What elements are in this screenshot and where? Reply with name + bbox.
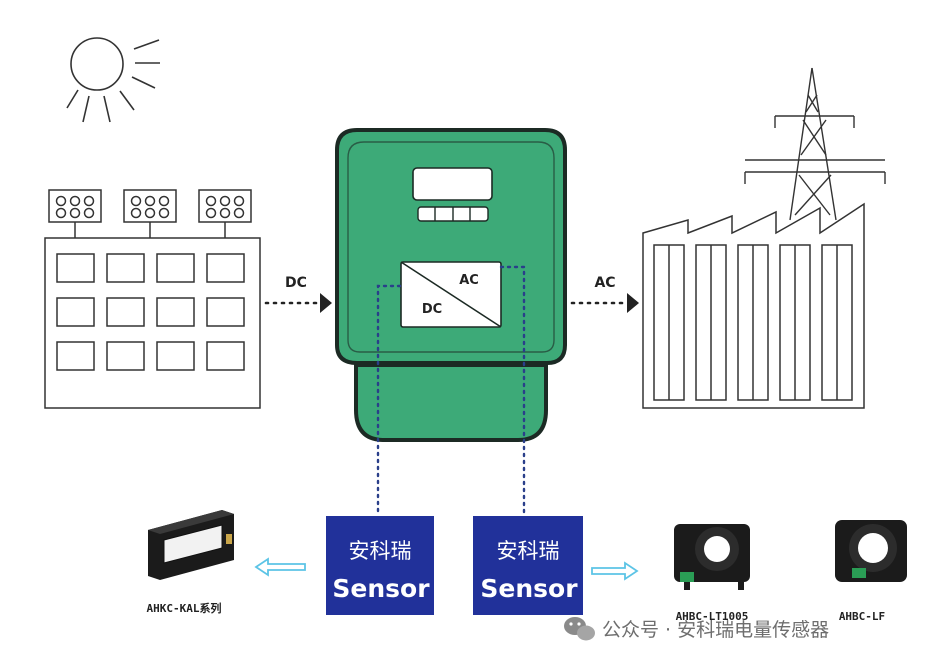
- panel-cells-3: [198, 189, 252, 238]
- sensor-right-word: Sensor: [480, 574, 578, 603]
- sensor-left-brand: 安科瑞: [349, 539, 412, 563]
- panel-cells-2: [123, 189, 177, 238]
- inverter-display: [412, 167, 493, 201]
- inverter-unit: [335, 128, 567, 442]
- inverter-inner-bezel: [347, 141, 555, 353]
- solar-panel-array: [44, 189, 261, 409]
- sun-icon: [66, 37, 160, 123]
- product-caption-lt1005: AHBC-LT1005: [676, 610, 749, 623]
- dc-input-label: DC: [285, 275, 307, 291]
- dc-flow-arrow: [264, 293, 332, 313]
- sensor-box-left: 安科瑞 Sensor: [326, 516, 434, 615]
- ac-flow-arrow: [570, 293, 639, 313]
- dc-ac-converter-symbol: [400, 261, 502, 328]
- arrow-to-right-product: [591, 561, 639, 581]
- watermark-text: 公众号 · 安科瑞电量传感器: [602, 619, 829, 641]
- product-caption-lf: AHBC-LF: [839, 610, 885, 623]
- product-caption-kal: AHKC-KAL系列: [147, 601, 222, 615]
- current-sensor-product-kal: [148, 510, 234, 580]
- converter-dc-label: DC: [422, 302, 442, 317]
- panel-cells-1: [48, 189, 102, 238]
- arrow-to-left-product: [254, 557, 306, 577]
- inverter-base: [354, 363, 548, 442]
- sensor-left-word: Sensor: [332, 574, 430, 603]
- factory-building: [642, 202, 865, 409]
- transmission-tower: [744, 67, 886, 221]
- current-sensor-product-lf: [835, 520, 907, 582]
- current-sensor-product-lt1005: [674, 524, 750, 590]
- sensor-right-brand: 安科瑞: [497, 539, 560, 563]
- sensor-connection-lines: [376, 265, 526, 518]
- inverter-body: [335, 128, 567, 365]
- wechat-icon: [564, 617, 595, 641]
- solar-panel-grid: [56, 253, 245, 371]
- converter-ac-label: AC: [459, 273, 479, 288]
- sensor-box-right: 安科瑞 Sensor: [473, 516, 583, 615]
- ac-output-label: AC: [594, 275, 615, 291]
- inverter-buttons: [417, 206, 489, 222]
